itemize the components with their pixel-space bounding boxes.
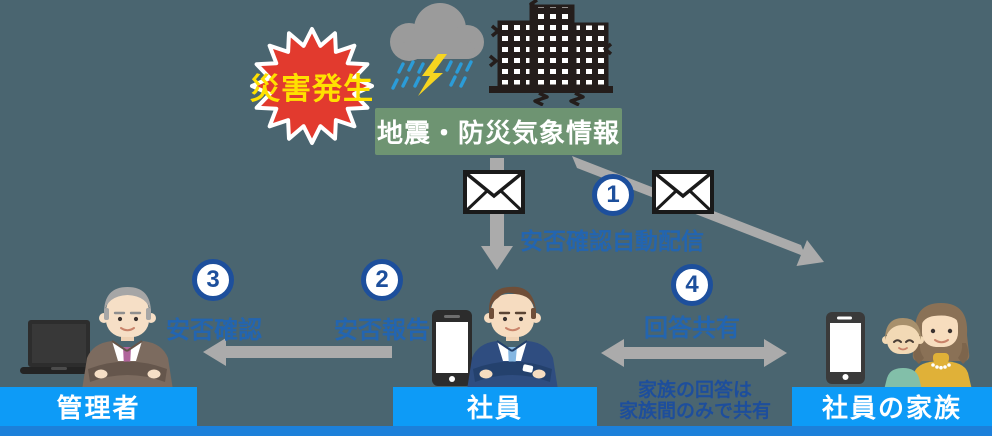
mail-envelope-icon [652,170,714,214]
step-1-circle: 1 [592,174,634,216]
step-4-label: 回答共有 [644,315,740,342]
step-3-label: 安否確認 [166,317,262,344]
manager-banner: 管理者 [0,387,197,426]
step-2-label: 安否報告 [334,317,430,344]
laptop-icon [20,320,98,374]
family-share-note-line2: 家族間のみで共有 [618,401,771,422]
step-1-number: 1 [606,181,620,208]
smartphone-icon [432,310,472,386]
employee-illustration [467,286,558,390]
family-share-note: 家族の回答は 家族間のみで共有 [605,380,785,422]
mail-envelope-icon [463,170,525,214]
rain-icon [391,60,473,90]
lightning-icon [418,54,447,96]
arrow-double-icon [601,339,787,367]
step-2-number: 2 [375,266,389,293]
storm-cloud-rain-lightning-icon [390,3,484,96]
shaking-buildings-icon [488,0,613,106]
manager-banner-label: 管理者 [56,393,141,423]
info-banner-label: 地震・防災気象情報 [376,118,620,148]
step-4-number: 4 [685,271,699,298]
mother-figure [910,303,972,390]
arrow-left-icon [203,338,392,366]
disaster-occurred-label: 災害発生 [250,73,374,106]
manager-illustration [82,287,173,390]
smartphone-icon [826,312,865,384]
family-banner: 社員の家族 [792,387,992,426]
step-4-circle: 4 [671,264,713,306]
boy-figure [882,318,924,390]
family-share-note-line1: 家族の回答は [637,380,752,401]
step-3-number: 3 [206,266,220,293]
earthquake-weather-info-banner: 地震・防災気象情報 [375,108,622,155]
bottom-strip [0,426,992,436]
family-illustration [882,303,972,390]
step-1-label: 安否確認自動配信 [520,228,704,254]
family-banner-label: 社員の家族 [821,393,962,423]
pearl-necklace [931,363,951,370]
step-2-circle: 2 [361,259,403,301]
step-3-circle: 3 [192,259,234,301]
employee-banner: 社員 [393,387,597,426]
disaster-starburst-icon: 災害発生 [232,22,392,150]
employee-banner-label: 社員 [466,393,523,423]
